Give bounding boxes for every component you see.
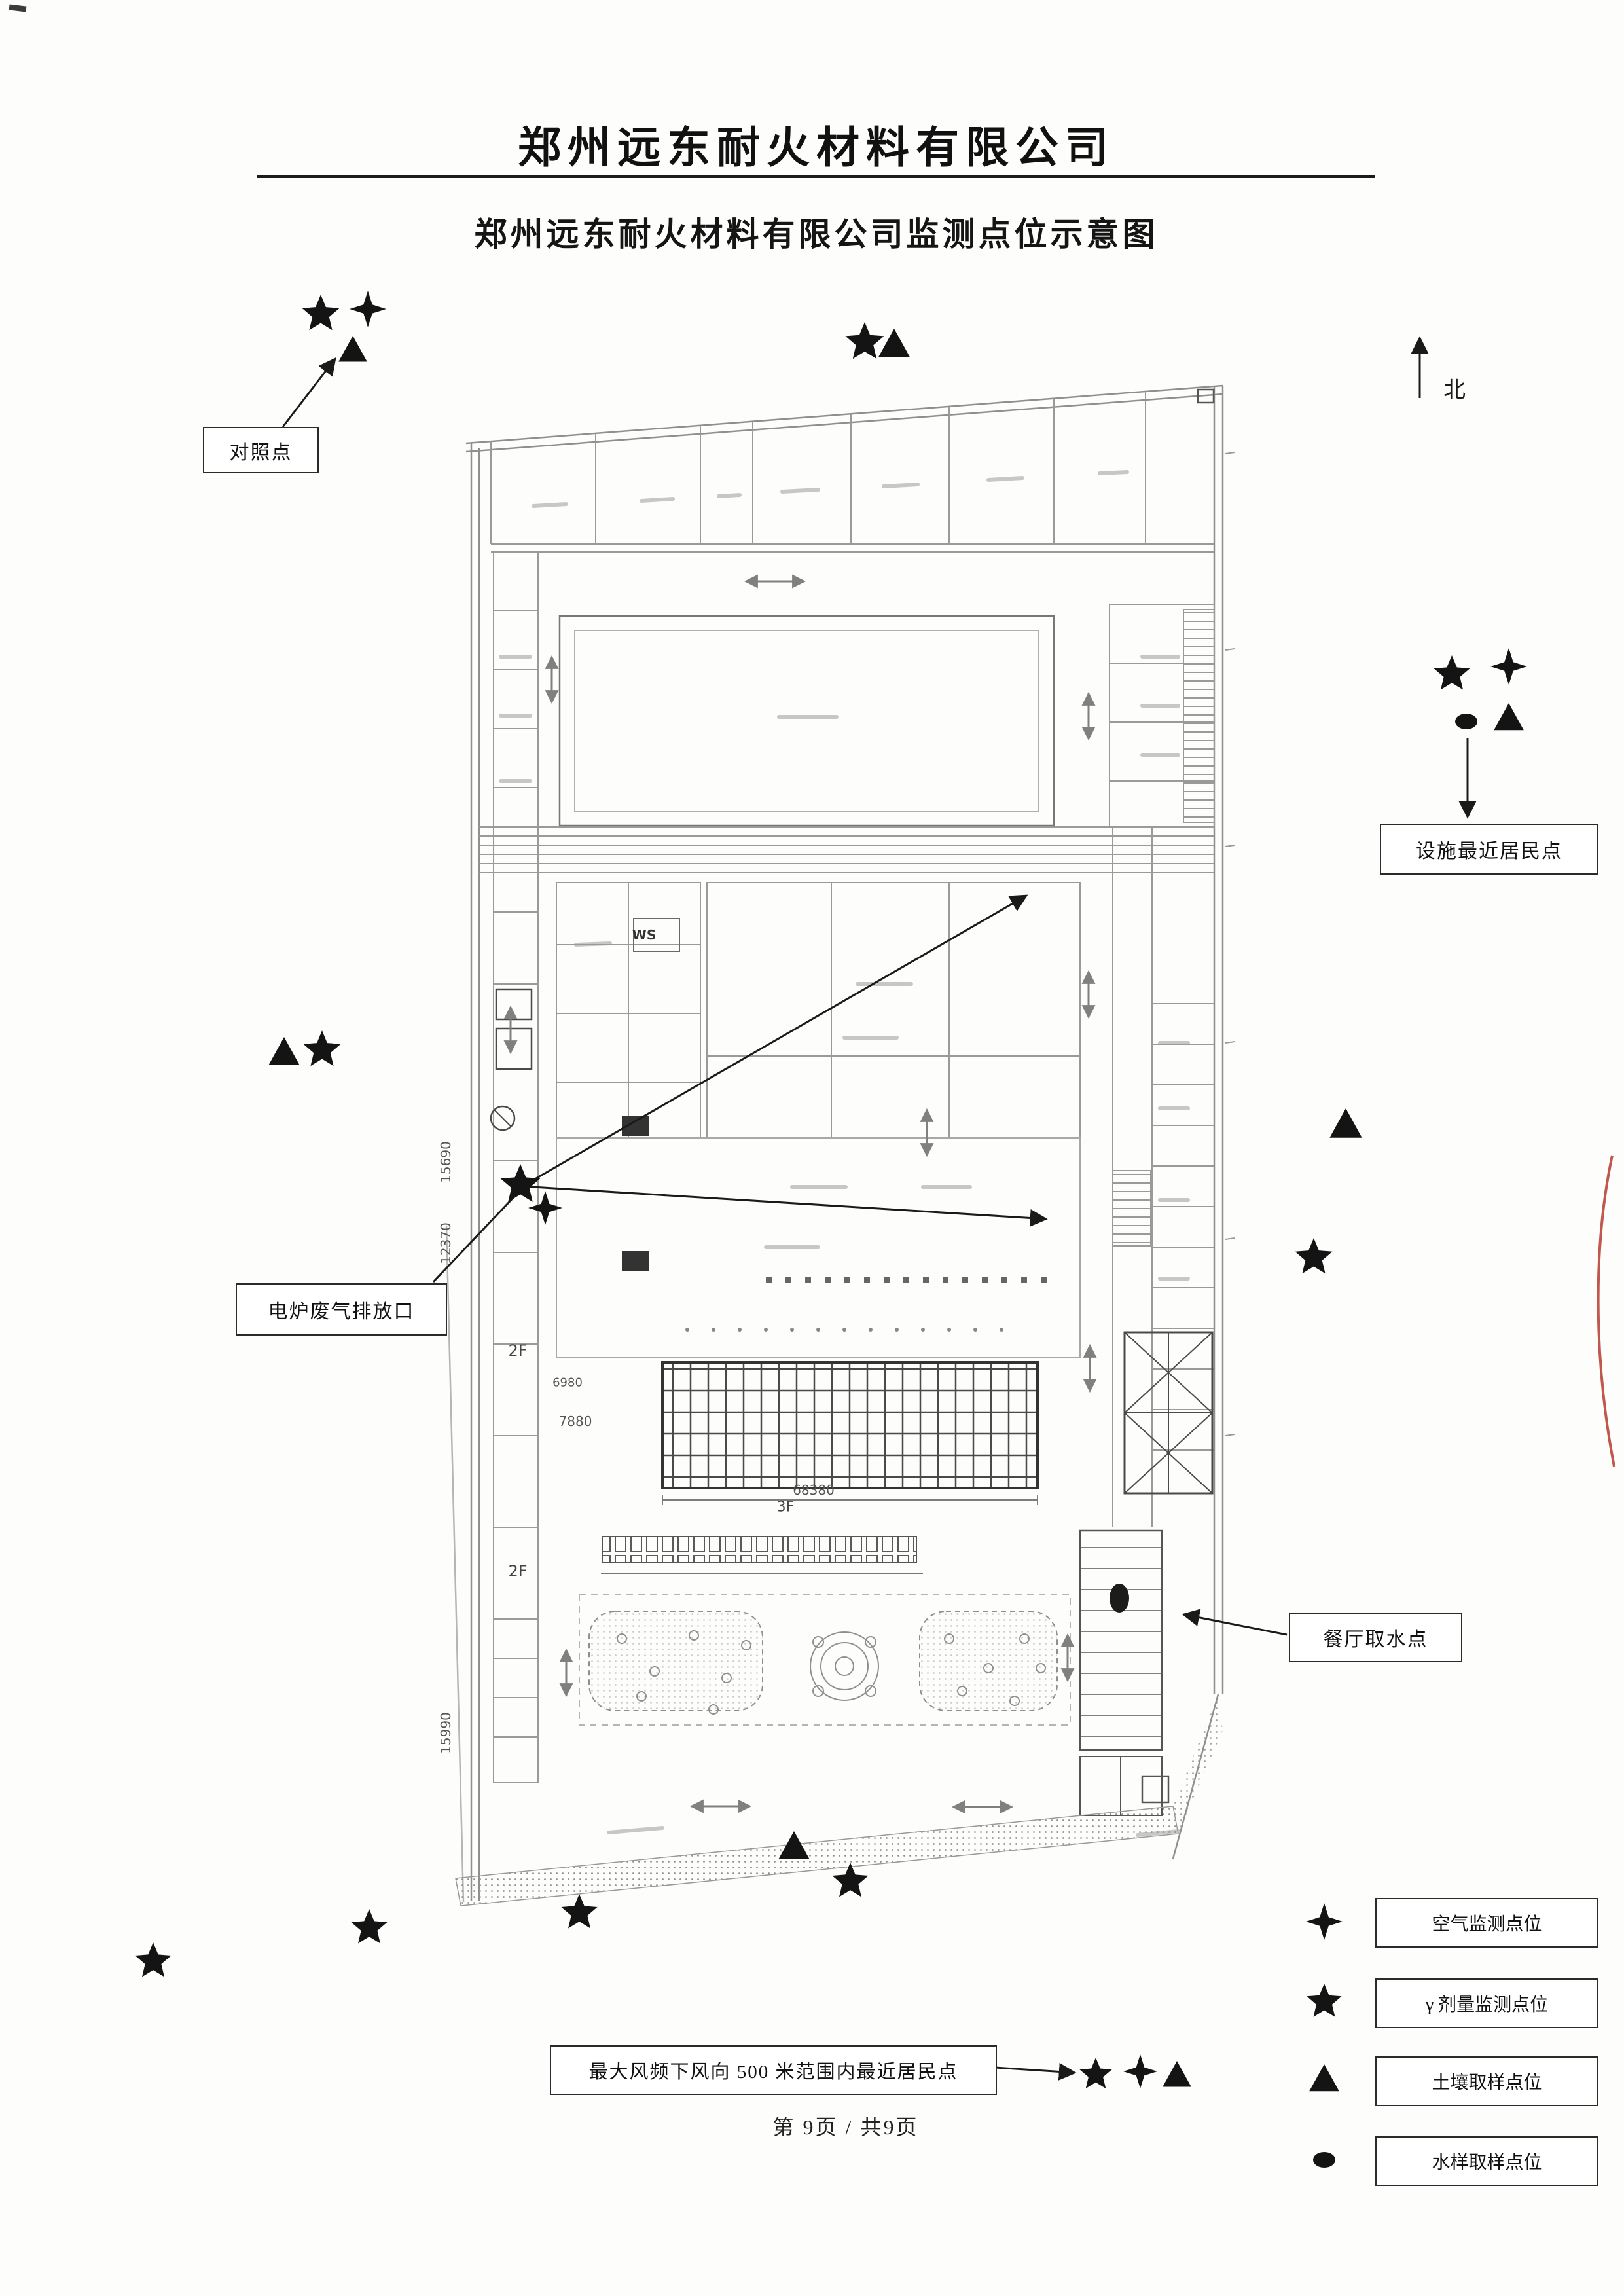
canteen-block (1079, 1529, 1163, 1751)
callout-downwind-residents-label: 最大风频下风向 500 米范围内最近居民点 (588, 2062, 958, 2083)
dim-6980: 6980 (552, 1376, 583, 1390)
soil-sampling-marker (338, 336, 368, 366)
soil-sampling-marker (1493, 703, 1525, 735)
gamma-dose-marker (1433, 655, 1471, 693)
soil-sampling-marker (778, 1831, 810, 1864)
title-underline (257, 175, 1375, 178)
air-monitoring-marker (350, 291, 386, 327)
callout-downwind-residents: 最大风频下风向 500 米范围内最近居民点 (550, 2045, 997, 2095)
floor-2f-upper: 2F (508, 1341, 528, 1360)
gamma-dose-marker (1079, 2058, 1113, 2092)
gamma-dose-marker (844, 322, 885, 363)
water-intake-point (1110, 1584, 1129, 1613)
dim-7880: 7880 (558, 1413, 592, 1429)
soil-sampling-marker (1329, 1108, 1363, 1142)
legend-air-label: 空气监测点位 (1432, 1914, 1542, 1935)
dim-68380: 68380 (793, 1482, 835, 1498)
legend-soil-label: 土壤取样点位 (1432, 2073, 1542, 2093)
gamma-dose-marker (831, 1863, 869, 1901)
legend-item-water: 水样取样点位 (1375, 2136, 1598, 2186)
gamma-dose-marker (301, 295, 340, 334)
water-sampling-marker (1453, 708, 1479, 735)
callout-canteen-water-point: 餐厅取水点 (1289, 1613, 1462, 1662)
callout-canteen-water-point-label: 餐厅取水点 (1323, 1629, 1428, 1650)
waffle-grid (661, 1361, 1039, 1489)
gamma-dose-marker (350, 1909, 388, 1947)
page-header: 郑州远东耐火材料有限公司 (257, 113, 1375, 175)
page-subheader: 郑州远东耐火材料有限公司监测点位示意图 (257, 208, 1375, 255)
water-sampling-marker (1311, 2147, 1337, 2173)
legend-gamma-label: γ 剂量监测点位 (1425, 1995, 1549, 2015)
page-number: 第 9页 / 共9页 (772, 2115, 919, 2139)
callout-furnace-exhaust-outlet-label: 电炉废气排放口 (268, 1301, 415, 1322)
soil-sampling-marker (1308, 2064, 1340, 2096)
air-monitoring-marker (528, 1191, 562, 1225)
page-subtitle: 郑州远东耐火材料有限公司监测点位示意图 (474, 216, 1159, 253)
gamma-dose-marker (1306, 1984, 1343, 2020)
floor-3f: 3F (776, 1499, 795, 1516)
gamma-dose-marker (1294, 1238, 1333, 1277)
cell-row (602, 1536, 917, 1563)
legend-water-label: 水样取样点位 (1432, 2153, 1542, 2173)
air-monitoring-marker (1490, 648, 1527, 685)
soil-sampling-marker (268, 1037, 300, 1070)
legend-item-air: 空气监测点位 (1375, 1898, 1598, 1948)
floor-2f-lower: 2F (508, 1562, 528, 1580)
plan-garden (588, 1611, 1058, 1715)
gamma-dose-marker (134, 1942, 172, 1980)
callout-control-point: 对照点 (203, 427, 319, 473)
page-title: 郑州远东耐火材料有限公司 (518, 124, 1115, 172)
plan-top-rooms (490, 392, 1214, 553)
air-monitoring-marker (1123, 2054, 1157, 2088)
gamma-dose-marker (302, 1030, 342, 1070)
gamma-dose-marker (560, 1894, 598, 1932)
soil-sampling-marker (1162, 2061, 1192, 2091)
soil-sampling-marker (878, 329, 911, 361)
legend-item-gamma: γ 剂量监测点位 (1375, 1978, 1598, 2028)
air-monitoring-marker (1306, 1903, 1343, 1940)
callout-control-point-label: 对照点 (229, 441, 293, 464)
north-label: 北 (1443, 378, 1466, 403)
callout-nearest-residents-facility-label: 设施最近居民点 (1416, 841, 1562, 862)
callout-nearest-residents-facility: 设施最近居民点 (1380, 824, 1598, 875)
callout-furnace-exhaust-outlet: 电炉废气排放口 (236, 1283, 447, 1336)
legend-item-soil: 土壤取样点位 (1375, 2056, 1598, 2106)
xhatch-block (1123, 1331, 1214, 1495)
